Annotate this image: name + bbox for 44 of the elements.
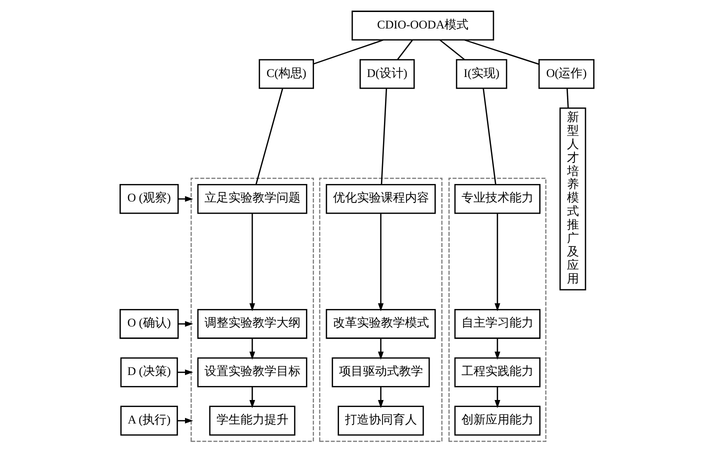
node-box: 新型人才培养模式推广及应用 xyxy=(558,107,586,290)
connector xyxy=(438,39,465,60)
node-box: O (确认) xyxy=(119,309,178,339)
node-box: 学生能力提升 xyxy=(208,406,295,436)
node-box: I(实现) xyxy=(455,59,507,89)
connector xyxy=(254,88,283,185)
arrow xyxy=(176,418,193,424)
connector xyxy=(566,88,568,108)
connector xyxy=(396,40,413,60)
arrow xyxy=(377,213,384,312)
node-box: 设置实验教学目标 xyxy=(196,357,307,388)
connector xyxy=(464,39,539,65)
node-box: 优化实验课程内容 xyxy=(325,184,436,214)
node-box: 改革实验教学模式 xyxy=(325,309,436,339)
node-box: D(设计) xyxy=(359,59,414,89)
arrow xyxy=(494,338,500,360)
node-box: 工程实践能力 xyxy=(454,357,540,388)
node-box: C(构思) xyxy=(258,59,314,89)
arrow xyxy=(176,369,193,376)
node-box: O (观察) xyxy=(119,184,178,214)
node-box: 创新应用能力 xyxy=(454,406,540,436)
node-box: 自主学习能力 xyxy=(454,309,540,339)
arrow xyxy=(494,386,500,408)
connector xyxy=(312,39,384,65)
arrow xyxy=(248,386,255,408)
arrow xyxy=(377,338,384,360)
arrow xyxy=(377,386,384,408)
node-box: CDIO-OODA模式 xyxy=(351,10,494,41)
node-box: 立足实验教学问题 xyxy=(196,184,307,214)
node-box: A (执行) xyxy=(120,406,178,436)
connector xyxy=(482,88,496,185)
arrow xyxy=(248,213,255,312)
node-box: 打造协同育人 xyxy=(337,406,424,436)
arrow xyxy=(248,338,255,360)
cluster xyxy=(448,178,546,442)
cluster xyxy=(318,178,442,442)
arrow xyxy=(494,213,500,312)
node-box: 调整实验教学大纲 xyxy=(196,309,307,339)
node-box: 项目驱动式教学 xyxy=(331,357,430,388)
node-box: D (决策) xyxy=(120,357,178,388)
node-box: O(运作) xyxy=(538,59,594,89)
cluster xyxy=(190,178,314,442)
connector xyxy=(380,88,387,184)
node-box: 专业技术能力 xyxy=(454,184,540,214)
